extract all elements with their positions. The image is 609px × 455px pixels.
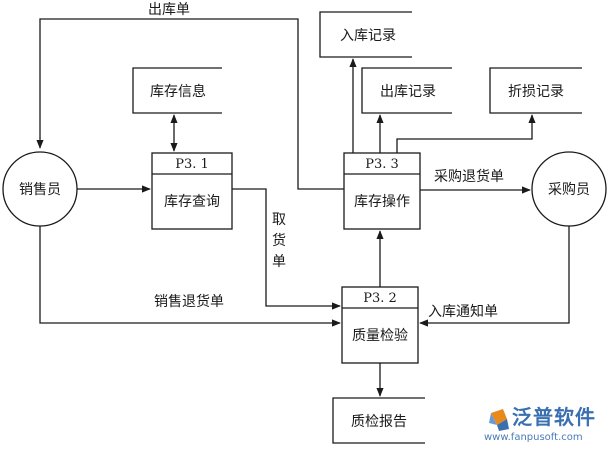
flow-out-order-label: 出库单 xyxy=(148,2,190,18)
process-p31-id: P3. 1 xyxy=(175,157,209,172)
entity-purchaser: 采购员 xyxy=(531,151,607,227)
flow-pick-order-char-2: 货 xyxy=(272,232,286,249)
entity-sales-label: 销售员 xyxy=(19,182,61,198)
watermark-logo xyxy=(489,409,509,431)
store-loss-record: 折损记录 xyxy=(489,67,582,114)
entity-sales: 销售员 xyxy=(2,151,78,227)
watermark-brand: 泛普软件 xyxy=(512,405,596,429)
flow-p33-to-loss-record xyxy=(396,114,536,153)
process-p32: P3. 2 质量检验 xyxy=(341,286,419,364)
process-p33-id: P3. 3 xyxy=(365,157,399,172)
store-loss-record-label: 折损记录 xyxy=(508,84,564,100)
flow-pick-order-char-3: 单 xyxy=(272,254,286,270)
process-p32-name: 质量检验 xyxy=(352,328,408,344)
store-in-record: 入库记录 xyxy=(319,11,412,58)
store-in-record-label: 入库记录 xyxy=(340,28,396,44)
flow-pick-order: 取 货 单 xyxy=(232,188,341,310)
process-p31: P3. 1 库存查询 xyxy=(151,152,233,230)
flow-pick-order-char-1: 取 xyxy=(272,212,286,228)
process-p31-name: 库存查询 xyxy=(164,194,220,210)
store-out-record: 出库记录 xyxy=(361,67,452,114)
flow-in-notice: 入库通知单 xyxy=(419,226,570,327)
flow-in-notice-label: 入库通知单 xyxy=(428,303,498,320)
flow-sales-return-label: 销售退货单 xyxy=(154,293,224,310)
flow-out-order: 出库单 xyxy=(36,2,344,190)
process-p32-id: P3. 2 xyxy=(363,291,397,306)
store-inventory-info-label: 库存信息 xyxy=(150,83,206,100)
flow-sales-return: 销售退货单 xyxy=(39,226,341,327)
store-qc-report-label: 质检报告 xyxy=(351,414,407,430)
entity-purchaser-label: 采购员 xyxy=(548,182,590,198)
store-inventory-info: 库存信息 xyxy=(132,67,222,114)
process-p33-name: 库存操作 xyxy=(354,194,410,210)
watermark-url: www.fanpusoft.com xyxy=(484,432,583,443)
flow-purchase-return-label: 采购退货单 xyxy=(434,168,504,185)
store-qc-report: 质检报告 xyxy=(332,397,425,444)
watermark: 泛普软件 www.fanpusoft.com xyxy=(484,405,596,443)
store-out-record-label: 出库记录 xyxy=(380,84,436,100)
process-p33: P3. 3 库存操作 xyxy=(343,152,421,230)
flow-purchase-return: 采购退货单 xyxy=(420,168,531,194)
